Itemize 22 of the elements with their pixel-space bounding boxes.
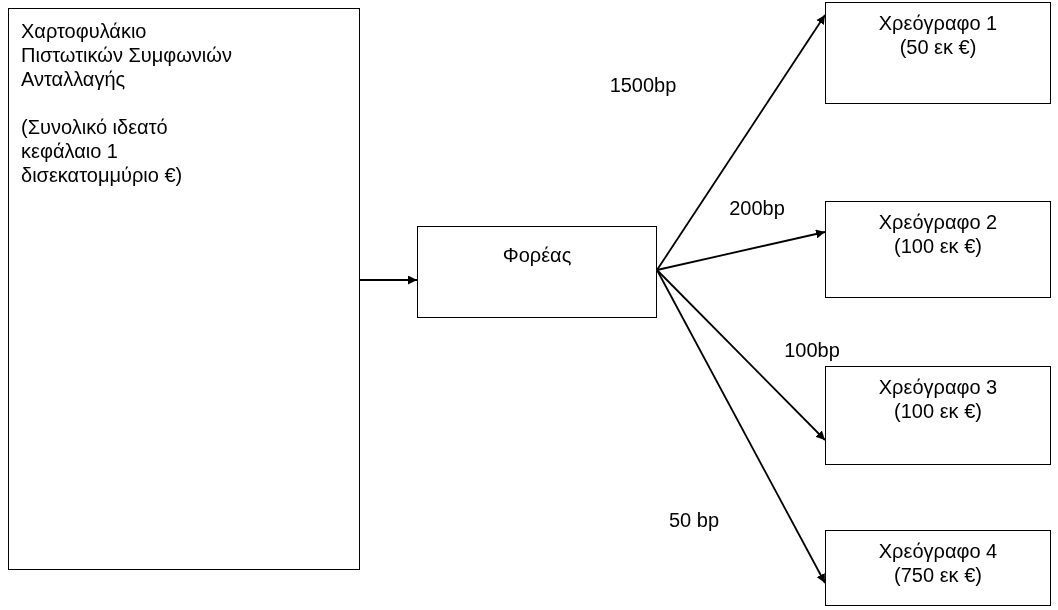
process-box — [8, 8, 360, 570]
arrow — [656, 269, 826, 441]
box-text: (100 εκ €) — [894, 399, 982, 423]
box-text: (Συνολικό ιδεατό κεφάλαιο 1 δισεκατομμύριο €) — [21, 115, 184, 187]
process-box — [417, 226, 657, 318]
arrow — [656, 229, 826, 271]
process-box — [825, 366, 1051, 465]
box-text: Χρεόγραφο 4 — [878, 539, 998, 563]
process-box — [825, 2, 1051, 104]
arrow — [359, 275, 418, 285]
box-text: Χρεόγραφο 2 — [878, 210, 998, 234]
box-text: (50 εκ €) — [899, 35, 977, 59]
box-text: Χρεόγραφο 1 — [878, 11, 998, 35]
box-text: (100 εκ €) — [894, 234, 982, 258]
process-box — [825, 201, 1051, 298]
process-box — [825, 530, 1051, 606]
box-text: Χαρτοφυλάκιο Πιστωτικών Συμφωνιών Ανταλλαγής — [21, 19, 233, 91]
arrow — [656, 14, 826, 271]
box-text: Φορέας — [502, 243, 572, 267]
arrow — [656, 269, 826, 584]
box-text: (750 εκ €) — [894, 563, 982, 587]
box-text: Χρεόγραφο 3 — [878, 375, 998, 399]
